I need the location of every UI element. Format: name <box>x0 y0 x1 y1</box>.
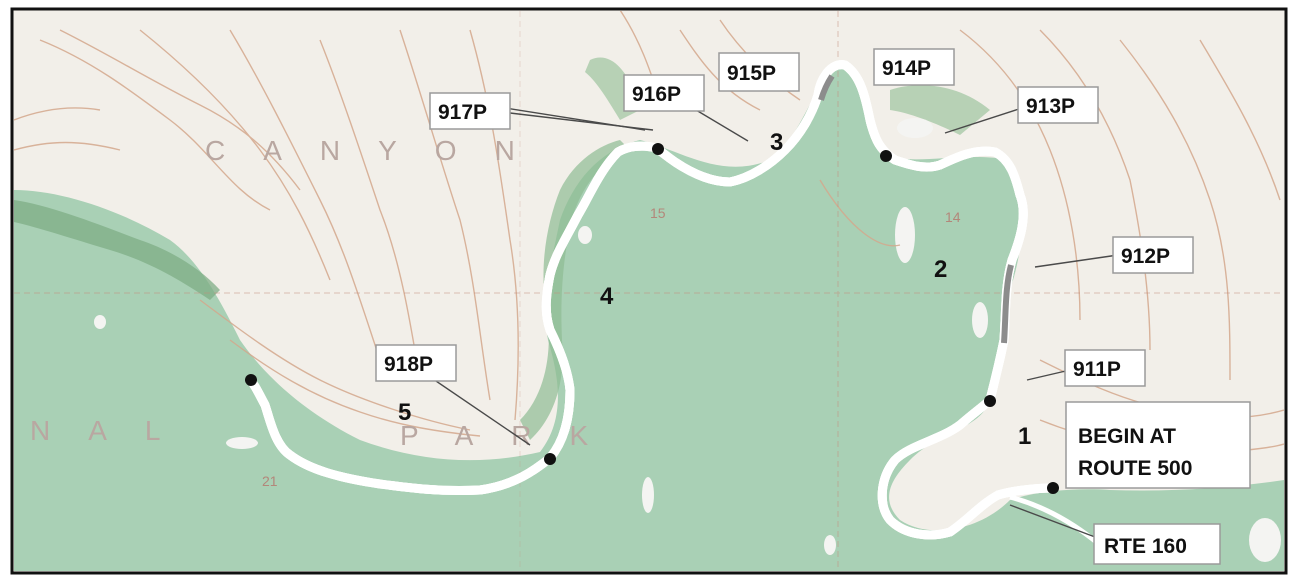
begin-line-1: BEGIN AT <box>1078 425 1176 448</box>
callout-912p[interactable]: 912P <box>1112 236 1194 274</box>
callout-917p[interactable]: 917P <box>429 92 511 130</box>
callout-917p-label: 917P <box>438 101 487 124</box>
vegetation-band <box>890 85 990 135</box>
segment-number-3: 3 <box>770 129 783 156</box>
stop-markers <box>245 143 1059 494</box>
callout-leaders <box>435 103 1119 541</box>
stop-dot-end[interactable] <box>245 374 257 386</box>
stop-dot-918p[interactable] <box>544 453 556 465</box>
section-number: 21 <box>262 473 278 489</box>
section-number: 15 <box>650 205 666 221</box>
terrain-label-park: PARK <box>400 420 626 451</box>
terrain-label-canyon: CANYON <box>205 135 553 166</box>
callout-918p[interactable]: 918P <box>375 344 457 382</box>
segment-number-1: 1 <box>1018 423 1031 450</box>
callout-begin[interactable]: BEGIN AT ROUTE 500 <box>1065 401 1251 489</box>
road-rte-160 <box>1009 494 1102 547</box>
section-grid <box>14 11 1284 571</box>
callout-913p-label: 913P <box>1026 95 1075 118</box>
callout-913p[interactable]: 913P <box>1017 86 1099 124</box>
route-gray-section <box>1001 264 1014 344</box>
segment-number-5: 5 <box>398 399 411 426</box>
stop-dot-916p[interactable] <box>652 143 664 155</box>
terrain-patches <box>94 118 1281 562</box>
callout-918p-label: 918P <box>384 353 433 376</box>
stop-dot-begin[interactable] <box>1047 482 1059 494</box>
contour-lines <box>14 11 1284 453</box>
section-number: 14 <box>945 209 961 225</box>
plateau-area <box>14 62 1284 571</box>
vegetation-band <box>14 200 220 300</box>
terrain-label-nal: NAL <box>30 415 198 446</box>
begin-line-2: ROUTE 500 <box>1078 457 1192 480</box>
callout-914p-label: 914P <box>882 57 931 80</box>
route-gray-section <box>818 74 835 101</box>
callout-916p-label: 916P <box>632 83 681 106</box>
vegetation-band <box>520 140 630 440</box>
callout-911p-label: 911P <box>1073 358 1121 381</box>
road-label: RTE 160 <box>1104 535 1187 558</box>
stop-dot-911p[interactable] <box>984 395 996 407</box>
callout-914p[interactable]: 914P <box>873 48 955 86</box>
callout-rte-160[interactable]: RTE 160 <box>1093 523 1221 565</box>
callout-912p-label: 912P <box>1121 245 1170 268</box>
callout-911p[interactable]: 911P <box>1064 349 1146 387</box>
segment-number-2: 2 <box>934 256 947 283</box>
callout-915p-label: 915P <box>727 62 776 85</box>
stop-dot-913p[interactable] <box>880 150 892 162</box>
callout-915p[interactable]: 915P <box>718 52 800 92</box>
segment-number-4: 4 <box>600 283 614 310</box>
callout-916p[interactable]: 916P <box>623 74 705 112</box>
